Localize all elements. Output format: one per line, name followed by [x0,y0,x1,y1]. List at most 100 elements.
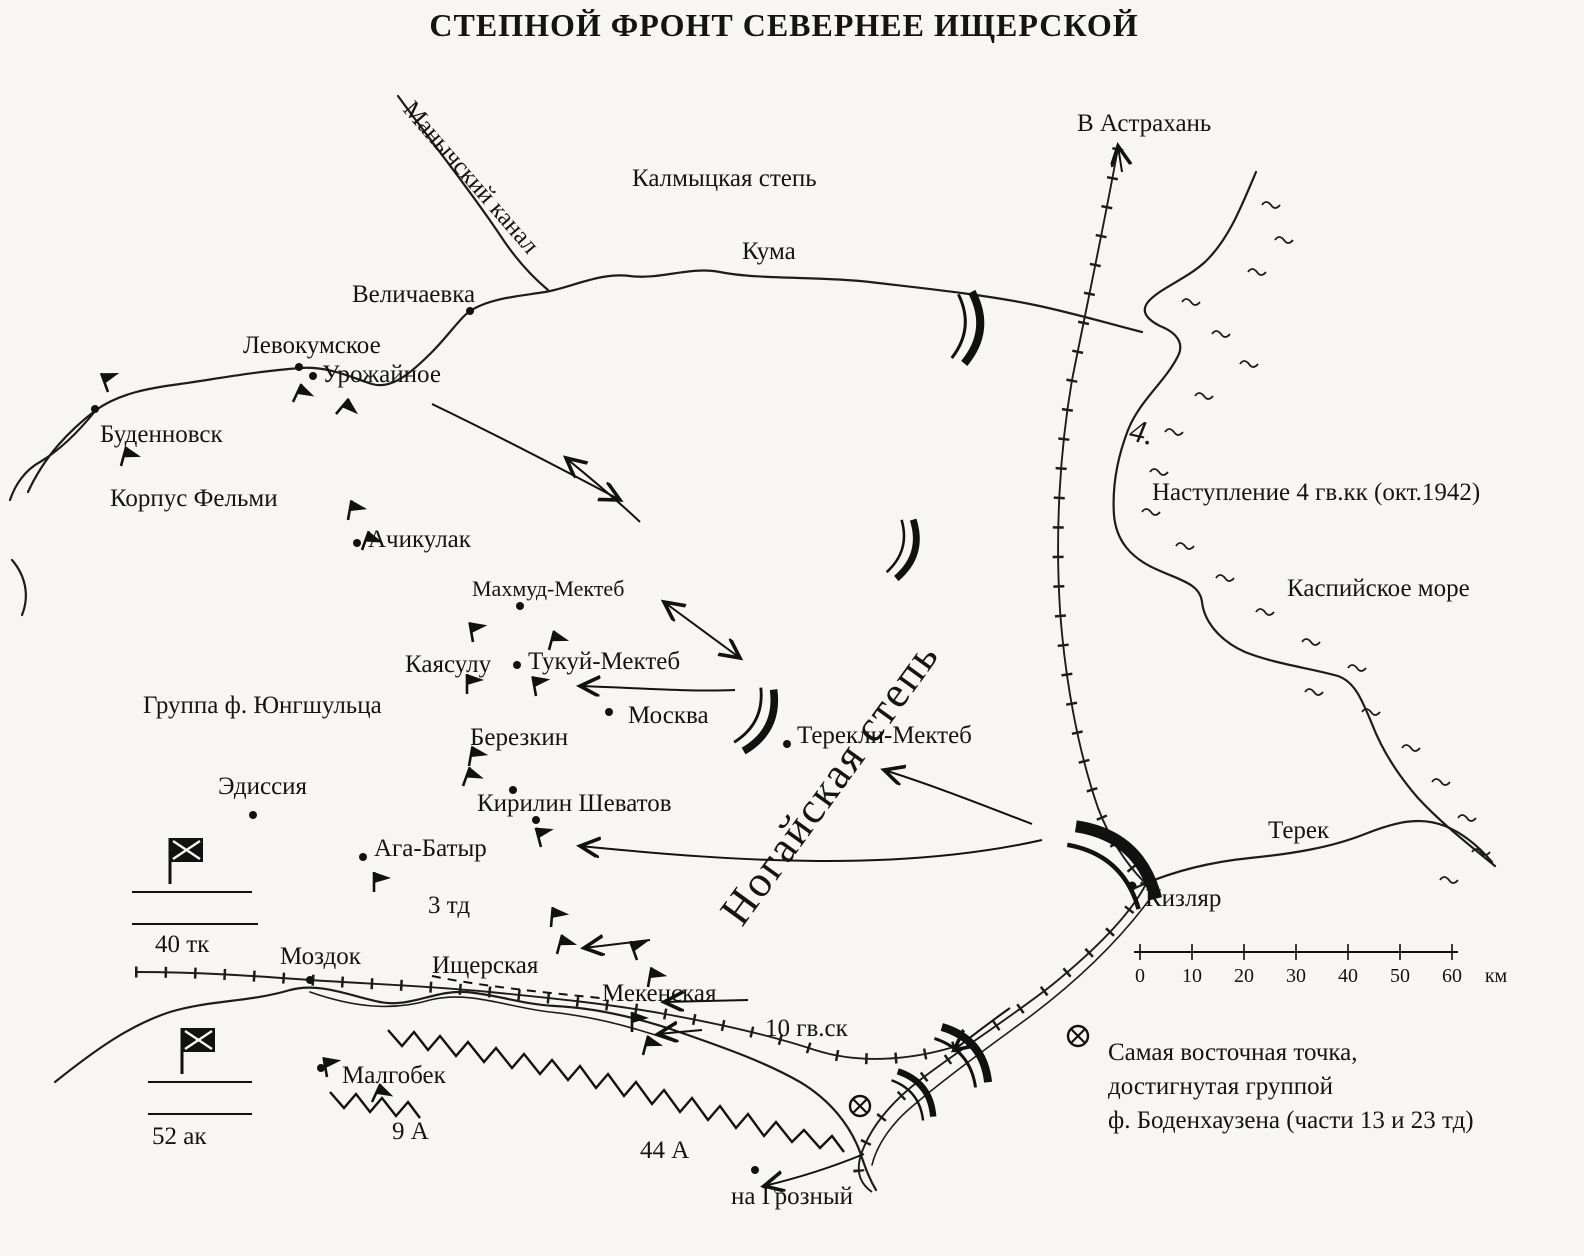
label-manych-canal: Манычский канал [397,96,544,259]
malgobek-front-zigzag [329,1091,421,1119]
dot-budennovsk [91,405,99,413]
dot-terekli-mekteb [783,740,791,748]
dot-makhmud-mekteb [516,602,524,610]
label-9a: 9 А [392,1118,429,1145]
label-jungschultz-group: Группа ф. Юнгшульца [143,692,382,719]
arrow-nw-return [566,458,641,523]
label-to-grozny: на Грозный [731,1183,853,1210]
label-3td: 3 тд [428,892,470,919]
label-budennovsk: Буденновск [100,421,223,448]
legend-east-point-line1: Самая восточная точка, [1108,1039,1358,1066]
map-title: СТЕПНОЙ ФРОНТ СЕВЕРНЕЕ ИЩЕРСКОЙ [429,7,1138,43]
terek-front-zigzag [387,1029,845,1153]
movement-arrows [431,403,1043,1050]
scale-tick-60: 60 [1442,965,1462,987]
legend-east-point-line3: ф. Боденхаузена (части 13 и 23 тд) [1108,1107,1474,1134]
label-route-4: 4. [1127,412,1158,452]
barrier-terekli [732,684,783,756]
label-tukuy-mekteb: Тукуй-Мектеб [528,648,680,675]
label-offensive-4gkk: Наступление 4 гв.кк (окт.1942) [1152,479,1480,506]
arrow-mekenskaya-2 [664,1000,749,1002]
scale-tick-0: 0 [1135,965,1145,987]
railways [134,146,1153,1197]
terek-river-path [1133,819,1494,890]
dot-edissiya [249,811,257,819]
terek-braid-path [309,991,671,1041]
barrier-rail-south [932,1019,997,1090]
label-urozhaynoe: Урожайное [322,361,441,388]
arrow-long-west [580,840,1043,862]
label-caspian-sea: Каспийское море [1287,575,1470,602]
barrier-rail-south2 [890,1065,941,1123]
label-edissiya: Эдиссия [218,773,308,800]
label-velichaevka: Величаевка [352,281,475,308]
scale-tick-50: 50 [1390,965,1410,987]
german-pennants [99,366,670,1111]
dot-tukuy-mekteb [513,661,521,669]
label-ishcherskaya: Ищерская [432,952,539,979]
dot-achikulak [353,539,361,547]
scale-tick-20: 20 [1234,965,1254,987]
dot-urozhaynoe [309,372,317,380]
dot-mozdok [306,976,314,984]
left-edge-stream2 [10,558,27,617]
label-kayasulu: Каясулу [405,651,492,678]
arrow-to-tukuy [580,686,736,691]
label-52ak: 52 ак [152,1123,207,1150]
label-nogai-steppe: Ногайская степь [710,632,948,934]
label-10gvsk: 10 гв.ск [765,1015,849,1042]
label-mozdok: Моздок [280,943,362,970]
barrier-kuma-crossing [951,290,983,364]
label-44a: 44 А [640,1137,689,1164]
label-aga-batyr: Ага-Батыр [374,835,487,862]
dot-velichaevka [466,307,474,315]
ishcherskaya-dashed-front [431,975,601,999]
label-levokumskoe: Левокумское [243,332,381,359]
kizlyar-sw-rail [857,883,1147,1193]
label-40tk: 40 тк [155,931,210,958]
scale-tick-10: 10 [1182,965,1202,987]
label-achikulak: Ачикулак [368,526,472,553]
dot-moskva [605,708,613,716]
label-felmy-corps: Корпус Фельми [110,485,278,512]
arrow-rail-sw [954,1007,1011,1050]
dot-levokumskoe [295,363,303,371]
label-to-astrakhan: В Астрахань [1077,110,1211,137]
easternmost-point-marker [848,1094,872,1118]
astrakhan-rail-ticks [1052,147,1150,888]
dot-aga-batyr [359,853,367,861]
scale-bar: 0 10 20 30 40 50 60 км [1134,944,1508,987]
arrow-to-terekli [884,770,1033,825]
kuma-river-path [26,269,1144,494]
town-dots [91,307,1137,1174]
dot-malgobek [317,1064,325,1072]
corps-flag-40tk [132,836,258,925]
kizlyar-sw-road [871,895,1153,1166]
sea-wave-marks [1141,201,1491,884]
corps-flag-52ak [148,1026,252,1115]
arrow-double-center [664,602,740,658]
dot-kizlyar [1127,881,1137,891]
scale-unit: км [1485,965,1508,987]
terek-lower-path [53,986,878,1192]
dot-grozny-road [751,1166,759,1174]
arrow-mekenskaya-3 [658,1030,703,1034]
mozdok-rail [134,971,961,1060]
label-mekenskaya: Мекенская [602,980,717,1007]
scale-tick-30: 30 [1286,965,1306,987]
label-kizlyar: Кизляр [1145,885,1221,912]
legend-point-symbol [1066,1024,1090,1048]
front-lines [329,290,1168,1153]
label-berezkin: Березкин [470,724,568,751]
caspian-coast-path [1112,170,1497,868]
legend-east-point-line2: достигнутая группой [1108,1073,1333,1100]
label-terekli-mekteb: Терекли-Мектеб [797,722,972,749]
label-kirilin-shevatov: Кирилин Шеватов [477,790,672,817]
barrier-center-steppe [886,517,923,582]
scale-tick-40: 40 [1338,965,1358,987]
dot-shevatov [532,816,540,824]
manych-canal-path [396,94,550,292]
arrow-urozhaynoe-se [431,403,620,500]
